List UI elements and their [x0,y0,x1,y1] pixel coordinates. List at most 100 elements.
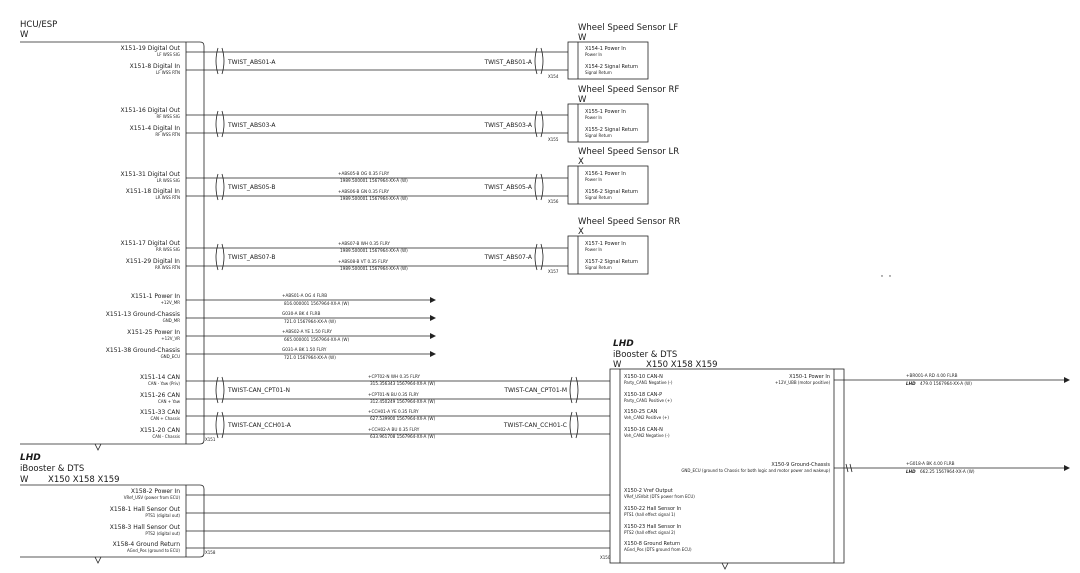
ibooster-subtitle: W [613,360,622,370]
ibooster-connectors: X150 X158 X159 [646,360,718,370]
arrow-icon [1064,465,1070,471]
ibooster-pin-desc: AGnd_Pos (ground to ECU) [127,548,180,553]
hcu-pin-label: X151-17 Digital Out [120,240,180,247]
ibooster-tag: LHD [20,453,41,463]
stray-dot [889,275,891,277]
twist-label: TWIST-CAN_CPT01-N [227,387,290,394]
wss-rr: Wheel Speed Sensor RR X X157-1 Power In … [548,217,680,275]
wire-label: +CPT02-N WH 0.35 FLRY [368,374,420,379]
ibooster-title: iBooster & DTS [20,464,84,474]
arrow-icon [430,315,436,321]
wire-label: G031-A BK 1.50 FLRY [282,347,327,352]
hcu-pin-label: X151-8 Digital In [130,63,181,70]
wire-spec: 312.450249 1567964-XX-A (W) [370,399,436,404]
wss-pin-desc: Power In [585,115,603,120]
hcu-pin-desc: LR WSS SIG [157,178,180,183]
wss-pin-desc: Power In [585,247,603,252]
module-continuation-mark [94,556,102,564]
wire-spec: 662.25 1567964-XX-A (W) [920,469,975,474]
power-ground-wires: +ABS01-A OG 4 FLRB 816.000001 1567964-XX… [186,293,436,360]
wire-label: +ABS07-B WH 0.35 FLRY [338,241,390,246]
wss-pin-label: X157-2 Signal Return [585,259,638,265]
hcu-pin-desc: CAN - Yaw (Priv) [148,381,180,386]
wss-pin-desc: Power In [585,52,603,57]
stray-dot [881,275,883,277]
hcu-pin-labels: X151-19 Digital Out LF WSS SIG X151-8 Di… [106,45,181,439]
wss-pin-desc: Power In [585,177,603,182]
wss-pin-desc: Signal Return [585,195,612,200]
twist-label: TWIST_ABS01-A [227,59,276,66]
wire-spec: 1989.500001 1567964-XX-A (W) [340,196,408,201]
wss-rr-wiring: TWIST_ABS07-B TWIST_ABS07-A +ABS07-B WH … [186,241,568,271]
ibooster-connector-id: X158 [205,550,216,555]
ibooster-left: LHD iBooster & DTS W X150 X158 X159 X158… [20,453,216,564]
hcu-pin-desc: +12V_VR [161,336,180,341]
wss-connector-box [567,165,649,205]
hcu-pin-desc: LF WSS RTN [156,70,180,75]
twist-label: TWIST_ABS03-A [227,122,276,129]
ibooster-pin-desc: VRef_USV (power from ECU) [124,495,181,500]
twist-label: TWIST-CAN_CCH01-A [227,422,292,429]
wire-tag: LHD [906,469,916,474]
wire-spec: 315.356343 1567964-XX-A (W) [370,381,436,386]
ibooster-title: iBooster & DTS [613,350,677,360]
wire-spec: 665.000001 1567964-XX-A (W) [284,337,350,342]
wire-label: +ABS08-B VT 0.35 FLRY [338,259,389,264]
wss-connector-id: X154 [548,74,559,79]
ibooster-connector-id: X150 [600,555,611,560]
wss-lf: Wheel Speed Sensor LF W X154-1 Power In … [548,23,678,80]
wire-tag: LHD [906,381,916,386]
ibooster-pin-label: X150-2 Vref Output [624,488,673,494]
wss-pin-label: X156-2 Signal Return [585,189,638,195]
ibooster-pin-desc: Veh_CAN2 Positive (+) [624,415,669,420]
wss-connector-id: X157 [548,269,559,274]
wss-title: Wheel Speed Sensor LR [578,147,679,157]
ibooster-pin-label: X158-4 Ground Return [113,541,181,548]
wire-label: G030-A BK 4 FLRB [282,311,320,316]
module-continuation-mark [721,562,729,570]
splice-mark [845,463,853,473]
hcu-pin-label: X151-38 Ground-Chassis [106,347,180,354]
wss-pin-desc: Signal Return [585,265,612,270]
hcu-pin-desc: RF WSS RTN [155,132,180,137]
hcu-pin-desc: GND_ECU [161,354,180,359]
hcu-pin-desc: GND_MR [163,318,181,323]
arrow-icon [430,333,436,339]
ibooster-pin-label: X158-2 Power In [131,488,180,495]
hcu-pin-label: X151-16 Digital Out [120,107,180,114]
hcu-pin-desc: LR WSS RTN [155,195,180,200]
wire-spec: 479.0 1567964-XX-A (W) [920,381,972,386]
ibooster-output-wires: +BR001-A RD 4.00 FLRB LHD 479.0 1567964-… [834,373,1070,474]
ibooster-pin-desc: AGnd_Pos (DTS ground from ECU) [624,547,692,552]
wss-pin-label: X157-1 Power In [585,241,626,247]
hcu-pin-label: X151-29 Digital In [126,258,180,265]
wss-pin-label: X154-2 Signal Return [585,64,638,70]
wire-spec: 721.0 1567964-XX-A (W) [284,319,336,324]
ibooster-right: LHD iBooster & DTS W X150 X158 X159 X150… [600,339,845,570]
hcu-pin-desc: CAN - Chassis [152,434,180,439]
hcu-pin-label: X151-1 Power In [131,293,180,300]
ibooster-pin-desc: PTS1 (hall effect signal 1) [624,512,676,517]
hcu-pin-label: X151-25 Power In [127,329,180,336]
ibooster-pin-label: X150-23 Hall Sensor In [624,524,681,530]
wss-subtitle: X [578,157,584,167]
wss-pin-desc: Signal Return [585,70,612,75]
twist-label: TWIST_ABS05-B [227,184,275,191]
wss-rf-wiring: TWIST_ABS03-A TWIST_ABS03-A [186,110,568,138]
wss-title: Wheel Speed Sensor RR [578,217,680,227]
hcu-pin-label: X151-14 CAN [140,374,180,381]
wss-subtitle: W [578,95,587,105]
arrow-icon [430,351,436,357]
ibooster-pin-desc: PTS2 (hall effect signal 2) [624,530,676,535]
hcu-pin-desc: CAN + Yaw [158,399,181,404]
can-yaw-wiring: TWIST-CAN_CPT01-N TWIST-CAN_CPT01-M +CPT… [186,374,610,404]
wire-spec: 721.0 1567964-XX-A (W) [284,355,336,360]
twist-label: TWIST-CAN_CPT01-M [503,387,567,394]
twist-label: TWIST_ABS07-B [227,254,275,261]
ibooster-right-box [609,368,845,564]
wss-pin-label: X154-1 Power In [585,46,626,52]
ibooster-left-box [20,484,205,558]
wire-label: +ABS02-A YE 1.50 FLRY [282,329,332,334]
hcu-pin-label: X151-31 Digital Out [120,171,180,178]
